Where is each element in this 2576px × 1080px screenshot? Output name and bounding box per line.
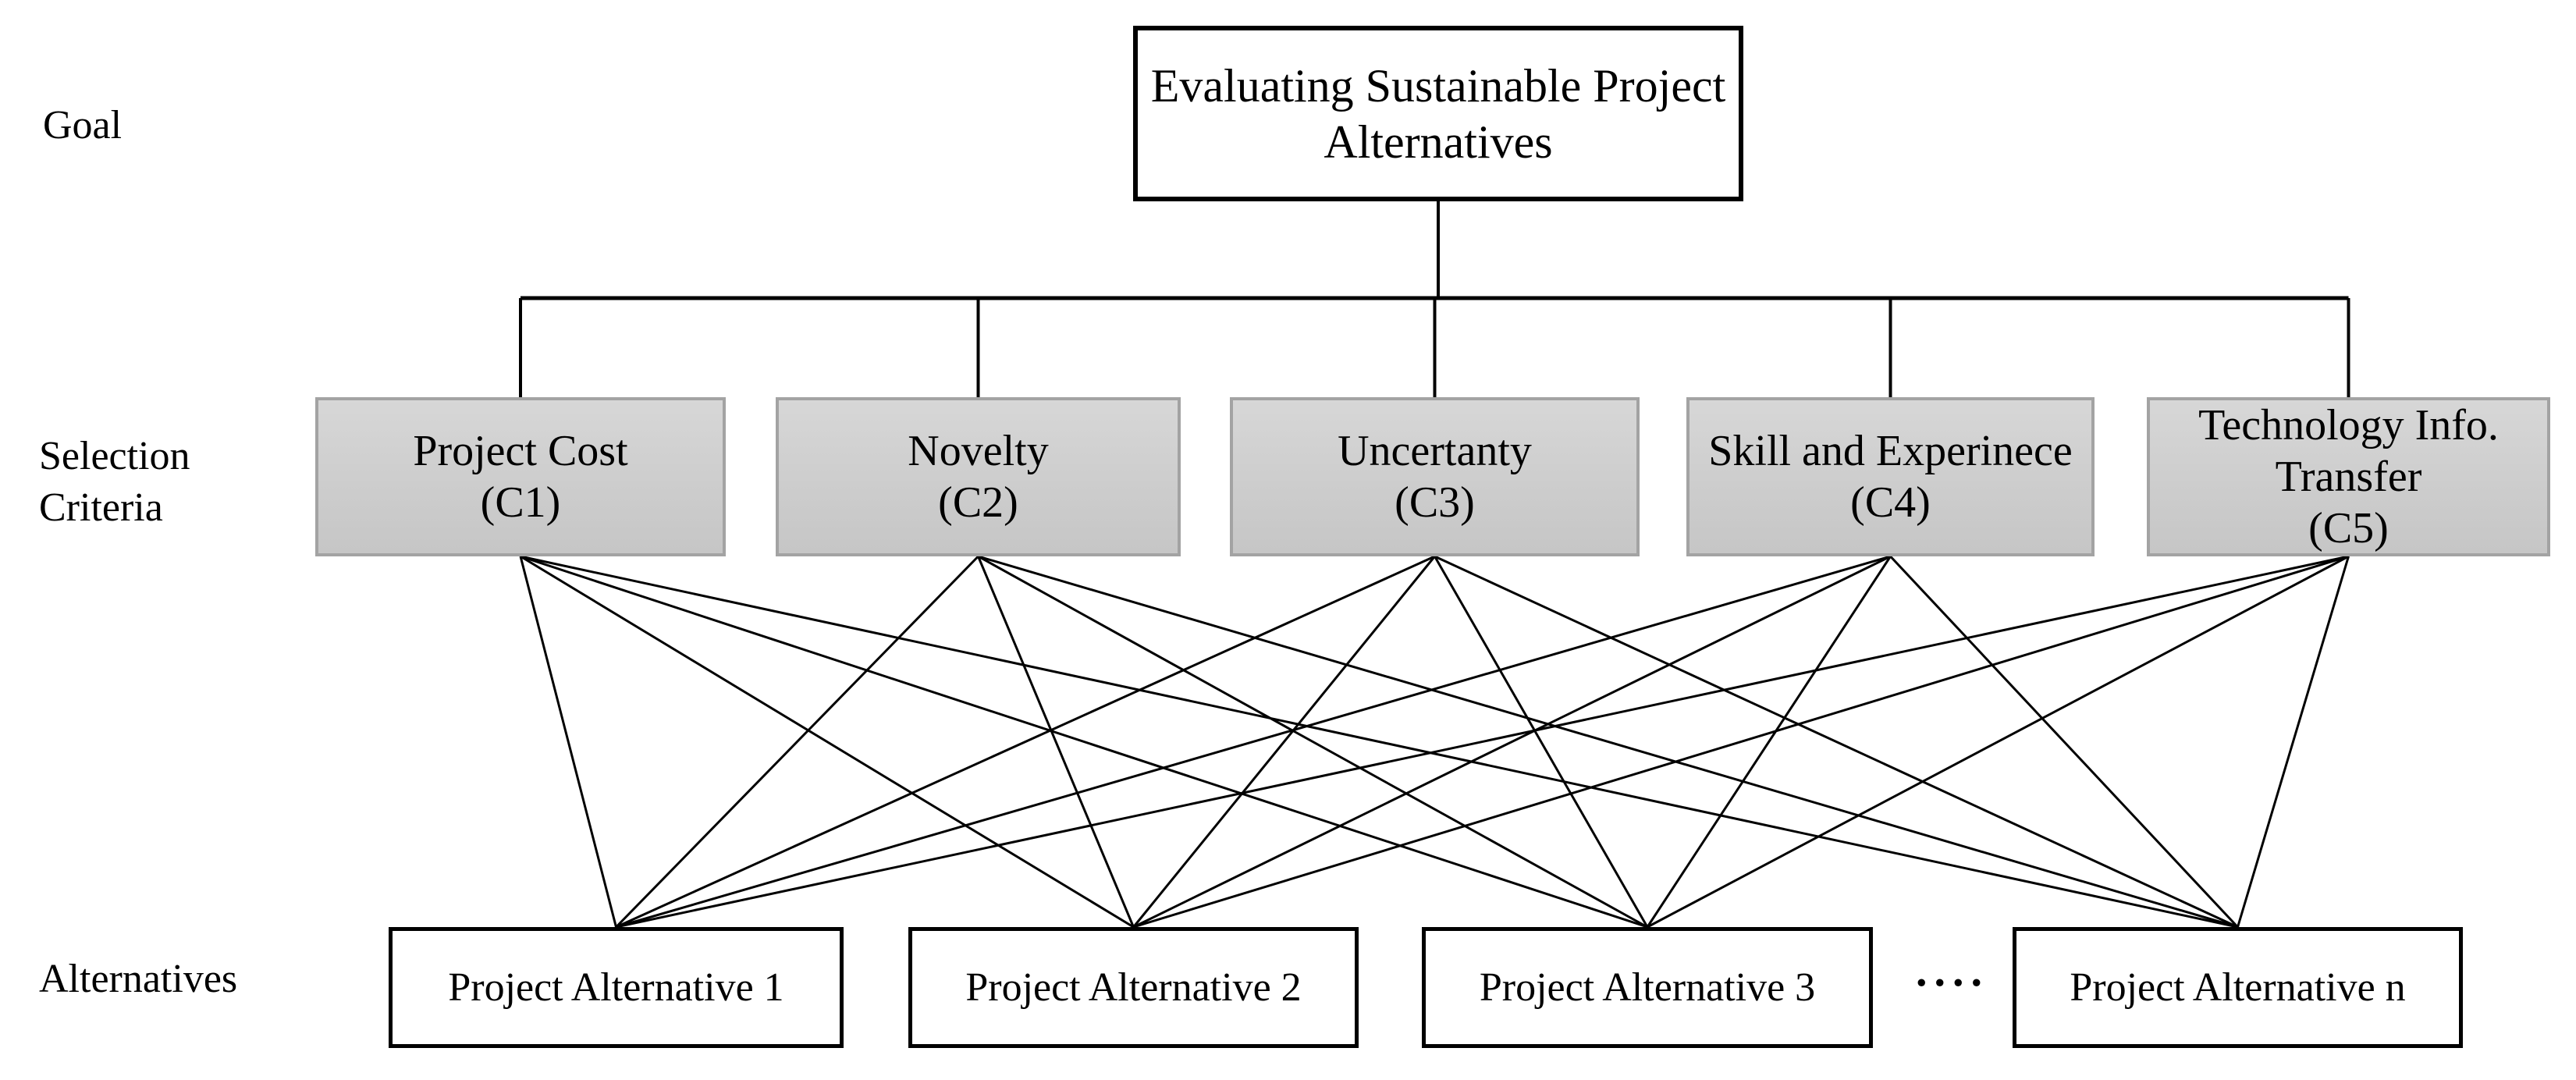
alternative-text: Project Alternative 2 (965, 965, 1302, 1010)
alternative-text: Project Alternative n (2070, 965, 2406, 1010)
criterion-name: Novelty (908, 427, 1049, 475)
criterion-code: (C2) (938, 478, 1018, 527)
criterion-box-c2: Novelty (C2) (776, 397, 1181, 556)
alternative-box-3: Project Alternative 3 (1422, 927, 1873, 1048)
criterion-box-c1: Project Cost (C1) (315, 397, 726, 556)
row-label-selection-criteria: Selection Criteria (39, 434, 190, 530)
criterion-box-c5: Technology Info. Transfer (C5) (2147, 397, 2550, 556)
alternative-box-1: Project Alternative 1 (389, 927, 844, 1048)
criterion-code: (C1) (480, 478, 561, 527)
goal-text: Evaluating Sustainable Project Alternati… (1150, 59, 1726, 168)
alternative-box-2: Project Alternative 2 (908, 927, 1359, 1048)
criterion-box-c3: Uncertanty (C3) (1230, 397, 1640, 556)
row-label-alternatives: Alternatives (39, 957, 238, 1001)
criterion-name: Project Cost (413, 427, 628, 475)
alternative-box-n: Project Alternative n (2013, 927, 2463, 1048)
row-label-goal: Goal (43, 103, 123, 147)
criterion-code: (C4) (1850, 478, 1931, 527)
criterion-name: Technology Info. Transfer (2198, 401, 2499, 501)
criterion-name: Uncertanty (1338, 427, 1532, 475)
alternative-text: Project Alternative 1 (448, 965, 784, 1010)
criterion-name: Skill and Experinece (1708, 427, 2073, 475)
goal-box: Evaluating Sustainable Project Alternati… (1133, 26, 1743, 201)
alternative-text: Project Alternative 3 (1479, 965, 1816, 1010)
criterion-code: (C3) (1395, 478, 1475, 527)
criterion-box-c4: Skill and Experinece (C4) (1686, 397, 2095, 556)
criterion-code: (C5) (2308, 504, 2389, 552)
ellipsis-dots: .... (1916, 945, 1989, 996)
